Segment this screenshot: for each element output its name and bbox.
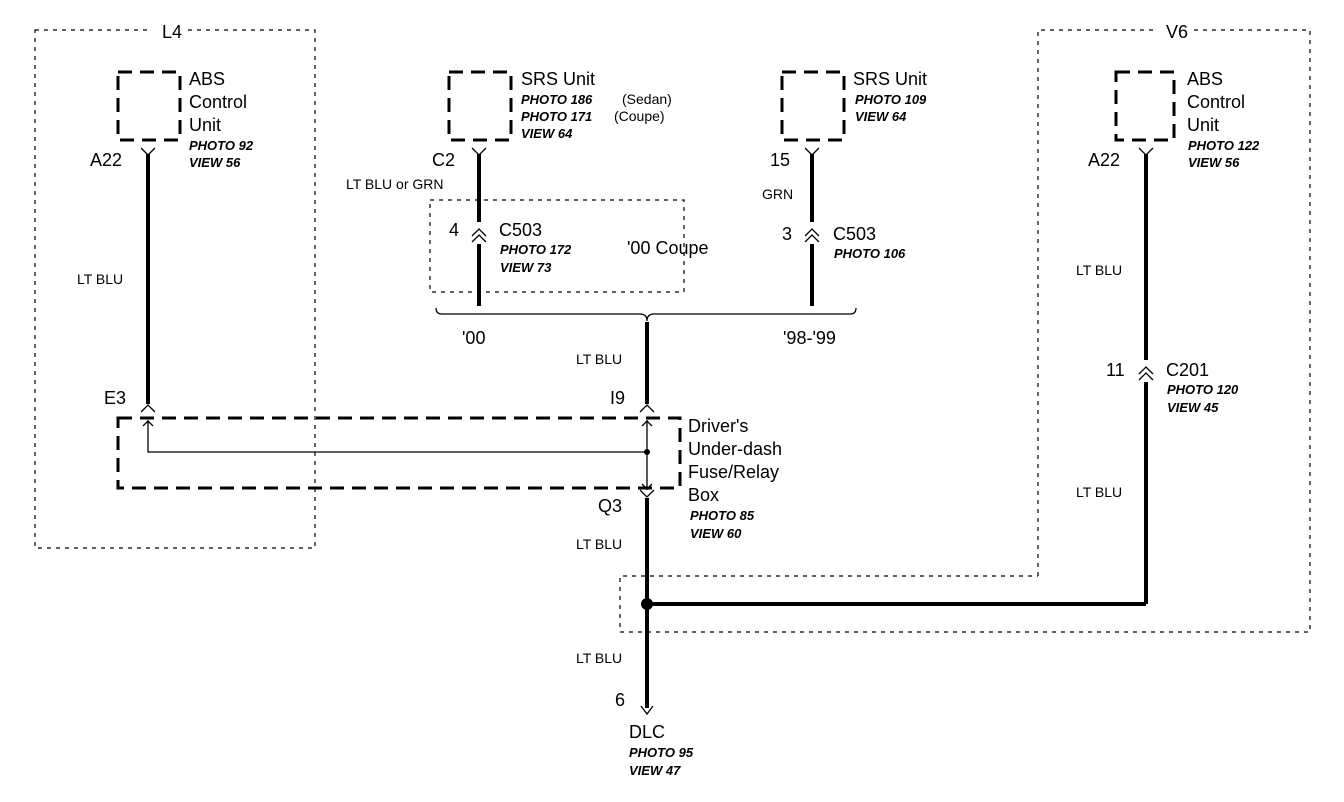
- fuse-photo: PHOTO 85: [690, 508, 755, 523]
- fuse-name-4: Box: [688, 485, 719, 505]
- coupe00-region-label: '00 Coupe: [627, 238, 709, 258]
- abs-l4-box: [116, 70, 182, 142]
- v6-region-label: V6: [1166, 22, 1188, 42]
- c201-photo: PHOTO 120: [1167, 382, 1239, 397]
- srs-00-photo1: PHOTO 186: [521, 92, 593, 107]
- srs-00-connector-icon: [471, 147, 487, 156]
- abs-l4-view: VIEW 56: [189, 155, 241, 170]
- coupe00-region-box: [429, 199, 685, 293]
- abs-control-unit-l4: ABS Control Unit PHOTO 92 VIEW 56 A22: [90, 69, 254, 170]
- abs-l4-pin: A22: [90, 150, 122, 170]
- wire-abs-v6-upper-color: LT BLU: [1076, 262, 1122, 278]
- fuse-pin-q3: Q3: [598, 496, 622, 516]
- srs-98-name: SRS Unit: [853, 69, 927, 89]
- fuse-i9-connector-icon: [639, 404, 655, 413]
- year-label-98-99: '98-'99: [783, 328, 836, 348]
- c503-left-name: C503: [499, 220, 542, 240]
- c201-connector: 11 C201 PHOTO 120 VIEW 45: [1106, 360, 1239, 415]
- fuse-internal-arrows-icon: [142, 420, 653, 490]
- abs-v6-box: [1114, 70, 1176, 142]
- fuse-e3-connector-icon: [140, 404, 156, 413]
- c503-left-connector: 4 C503 PHOTO 172 VIEW 73: [449, 220, 572, 275]
- fuse-box-outline: [116, 416, 682, 490]
- srs-unit-98-99: SRS Unit PHOTO 109 VIEW 64 15: [770, 69, 927, 170]
- dlc-name: DLC: [629, 722, 665, 742]
- c503-right-pin: 3: [782, 224, 792, 244]
- dlc-pin: 6: [615, 690, 625, 710]
- fuse-pin-e3: E3: [104, 388, 126, 408]
- abs-l4-name-2: Control: [189, 92, 247, 112]
- c503-right-photo: PHOTO 106: [834, 246, 906, 261]
- fuse-name-3: Fuse/Relay: [688, 462, 779, 482]
- fuse-name-1: Driver's: [688, 416, 748, 436]
- srs-00-view: VIEW 64: [521, 126, 573, 141]
- c201-view: VIEW 45: [1167, 400, 1219, 415]
- abs-control-unit-v6: ABS Control Unit PHOTO 122 VIEW 56 A22: [1088, 69, 1260, 170]
- dlc-view: VIEW 47: [629, 763, 681, 778]
- abs-v6-photo: PHOTO 122: [1188, 138, 1260, 153]
- abs-v6-pin: A22: [1088, 150, 1120, 170]
- srs-98-connector-icon: [804, 147, 820, 156]
- srs-00-note1: (Sedan): [622, 91, 672, 107]
- year-label-00: '00: [462, 328, 485, 348]
- fuse-internal-circuit: [147, 420, 648, 490]
- c503-right-connector: 3 C503 PHOTO 106: [782, 222, 906, 261]
- c201-name: C201: [1166, 360, 1209, 380]
- srs-00-name: SRS Unit: [521, 69, 595, 89]
- dlc-terminal-icon: [640, 705, 654, 716]
- c201-connector-icon: [1138, 366, 1154, 381]
- srs-00-note2: (Coupe): [614, 108, 665, 124]
- c503-left-view: VIEW 73: [500, 260, 552, 275]
- srs-98-box: [780, 70, 846, 142]
- srs-98-photo: PHOTO 109: [855, 92, 927, 107]
- wire-fuse-to-splice-color: LT BLU: [576, 536, 622, 552]
- abs-v6-name-2: Control: [1187, 92, 1245, 112]
- fuse-q3-connector-icon: [639, 489, 655, 498]
- c201-pin: 11: [1106, 360, 1125, 380]
- l4-region-label: L4: [162, 22, 182, 42]
- srs-98-view: VIEW 64: [855, 109, 907, 124]
- abs-v6-name-1: ABS: [1187, 69, 1223, 89]
- year-variant-bracket: [435, 307, 857, 322]
- l4-region-box: [34, 29, 316, 549]
- fuse-pin-i9: I9: [610, 388, 625, 408]
- srs-98-pin: 15: [770, 150, 790, 170]
- wire-abs-l4-color: LT BLU: [77, 271, 123, 287]
- wire-abs-v6-lower-color: LT BLU: [1076, 484, 1122, 500]
- wire-splice-to-dlc-color: LT BLU: [576, 650, 622, 666]
- dlc-photo: PHOTO 95: [629, 745, 694, 760]
- wire-srs-98-color: GRN: [762, 186, 793, 202]
- srs-00-pin: C2: [432, 150, 455, 170]
- c503-left-pin: 4: [449, 220, 459, 240]
- fuse-view: VIEW 60: [690, 526, 742, 541]
- dlc: 6 DLC PHOTO 95 VIEW 47: [615, 690, 694, 778]
- srs-00-box: [447, 70, 513, 142]
- abs-l4-connector-icon: [140, 147, 156, 156]
- fuse-relay-box: E3 I9 Q3 Driver's Under-dash Fuse/Relay …: [104, 388, 782, 541]
- srs-unit-00: SRS Unit PHOTO 186 (Sedan) PHOTO 171 (Co…: [432, 69, 672, 170]
- c503-right-name: C503: [833, 224, 876, 244]
- wire-srs-00-color: LT BLU or GRN: [346, 176, 444, 192]
- c503-right-connector-icon: [804, 228, 820, 243]
- abs-v6-name-3: Unit: [1187, 115, 1219, 135]
- srs-00-photo2: PHOTO 171: [521, 109, 592, 124]
- wire-bus-color: LT BLU: [576, 351, 622, 367]
- abs-l4-name-3: Unit: [189, 115, 221, 135]
- fuse-internal-junction: [644, 449, 650, 455]
- abs-l4-photo: PHOTO 92: [189, 138, 254, 153]
- abs-l4-name-1: ABS: [189, 69, 225, 89]
- fuse-name-2: Under-dash: [688, 439, 782, 459]
- abs-v6-view: VIEW 56: [1188, 155, 1240, 170]
- c503-left-connector-icon: [471, 228, 487, 243]
- c503-left-photo: PHOTO 172: [500, 242, 572, 257]
- abs-v6-connector-icon: [1138, 147, 1154, 156]
